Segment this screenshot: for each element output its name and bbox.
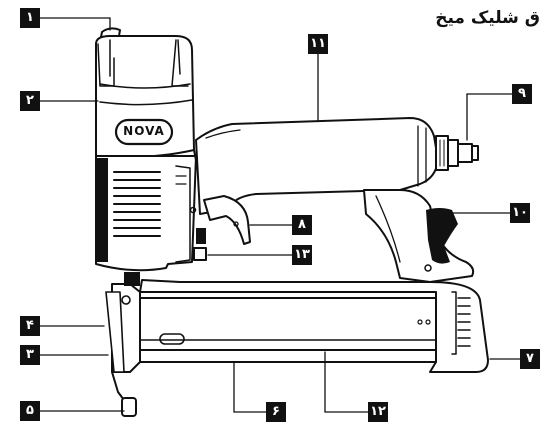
magazine-end-ribs [457, 297, 471, 347]
trigger-lock [193, 247, 207, 261]
callout-4: ۴ [20, 316, 40, 336]
callout-5: ۵ [20, 401, 40, 421]
trigger [203, 195, 251, 245]
nose-tip [121, 397, 137, 417]
callout-3: ۳ [20, 345, 40, 365]
brand-label: NOVA [123, 124, 165, 138]
rear-grip [363, 189, 475, 283]
callout-11: ۱۱ [308, 34, 328, 54]
magazine-slot [159, 333, 185, 345]
magazine [139, 279, 489, 373]
brand-badge [114, 118, 174, 146]
head-housing-lower [95, 155, 197, 272]
callout-13: ۱۳ [292, 245, 312, 265]
air-fitting-hex [435, 135, 449, 171]
safety-arm [105, 291, 125, 373]
leader-lines [39, 17, 521, 413]
vent-grille [113, 171, 161, 237]
rubber-bumper [426, 208, 458, 264]
callout-6: ۶ [266, 402, 286, 422]
callout-9: ۹ [512, 84, 532, 104]
callout-8: ۸ [292, 215, 312, 235]
callout-10: ۱۰ [510, 203, 530, 223]
callout-7: ۷ [520, 349, 540, 369]
callout-1: ۱ [20, 8, 40, 28]
callout-12: ۱۲ [368, 402, 388, 422]
diagram-title: ق شلیک میخ [435, 8, 540, 28]
callout-2: ۲ [20, 91, 40, 111]
